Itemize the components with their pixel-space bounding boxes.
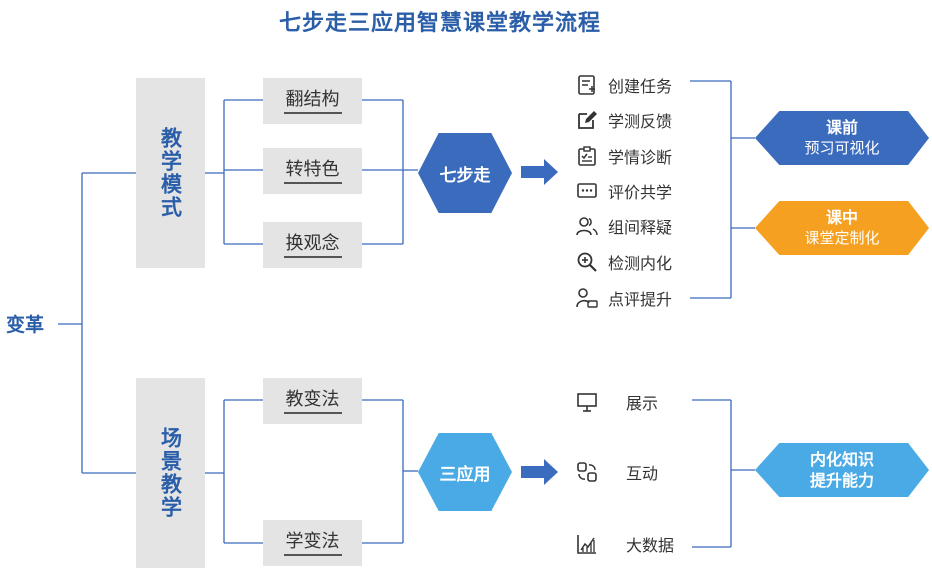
scene-item-label: 教变法 <box>283 389 342 414</box>
app-item: 展示 <box>576 390 658 414</box>
presentation-icon <box>577 393 597 412</box>
scene-item-box: 教变法 <box>263 378 362 424</box>
app-label: 互动 <box>626 464 659 483</box>
step-label: 点评提升 <box>608 290 673 309</box>
mode-item-label: 转特色 <box>283 159 342 184</box>
mode-item-box: 换观念 <box>263 222 362 268</box>
mode-item-box: 翻结构 <box>263 78 362 124</box>
step-item: 创建任务 <box>576 73 672 97</box>
outcome-subtitle: 预习可视化 <box>804 139 880 157</box>
interaction-icon <box>577 462 597 482</box>
step-item: 点评提升 <box>576 286 672 310</box>
app-item: 大数据 <box>576 532 674 556</box>
step-label: 创建任务 <box>608 77 673 96</box>
step-item: 组间释疑 <box>576 214 672 238</box>
step-item: 检测内化 <box>576 250 672 274</box>
step-item: 学情诊断 <box>576 144 672 168</box>
step-label: 检测内化 <box>608 254 673 273</box>
three-apps-hub: 三应用 <box>418 433 512 511</box>
arrow-right-icon <box>521 159 558 185</box>
scene-item-box: 学变法 <box>263 520 362 566</box>
app-item: 互动 <box>576 460 658 484</box>
outcome-title: 课前 <box>825 118 858 137</box>
outcome-pre-class: 课前 预习可视化 <box>755 111 929 165</box>
outcome-internalize: 内化知识 提升能力 <box>755 443 929 497</box>
chat-dots-icon <box>577 183 597 198</box>
mode-item-label: 翻结构 <box>283 89 342 114</box>
mode-item-label: 换观念 <box>283 233 342 258</box>
group-icon <box>576 217 598 236</box>
outcome-line2: 提升能力 <box>809 471 874 490</box>
seven-steps-hub: 七步走 <box>418 133 512 213</box>
bigdata-chart-icon <box>577 535 596 554</box>
step-item: 评价共学 <box>576 179 672 203</box>
edit-icon <box>578 111 597 129</box>
scene-item-label: 学变法 <box>283 531 342 556</box>
outcome-title: 课中 <box>825 208 858 227</box>
root-node: 变革 <box>6 314 45 336</box>
outcome-subtitle: 课堂定制化 <box>804 229 880 247</box>
step-label: 组间释疑 <box>608 218 673 237</box>
person-comment-icon <box>576 288 598 308</box>
app-label: 展示 <box>626 394 659 413</box>
arrow-right-icon <box>521 459 558 485</box>
app-label: 大数据 <box>626 536 675 555</box>
outcome-in-class: 课中 课堂定制化 <box>755 201 929 255</box>
create-task-icon <box>578 75 595 95</box>
clipboard-check-icon <box>578 146 596 166</box>
teaching-mode-box: 教学模式 <box>136 78 205 268</box>
step-label: 学测反馈 <box>608 112 673 131</box>
outcome-line1: 内化知识 <box>809 450 874 469</box>
step-label: 学情诊断 <box>608 148 673 167</box>
step-item: 学测反馈 <box>576 108 672 132</box>
mode-item-box: 转特色 <box>263 148 362 194</box>
search-plus-icon <box>577 252 597 272</box>
step-label: 评价共学 <box>608 183 673 202</box>
diagram-title: 七步走三应用智慧课堂教学流程 <box>278 11 601 36</box>
scene-teaching-box: 场景教学 <box>136 378 205 568</box>
